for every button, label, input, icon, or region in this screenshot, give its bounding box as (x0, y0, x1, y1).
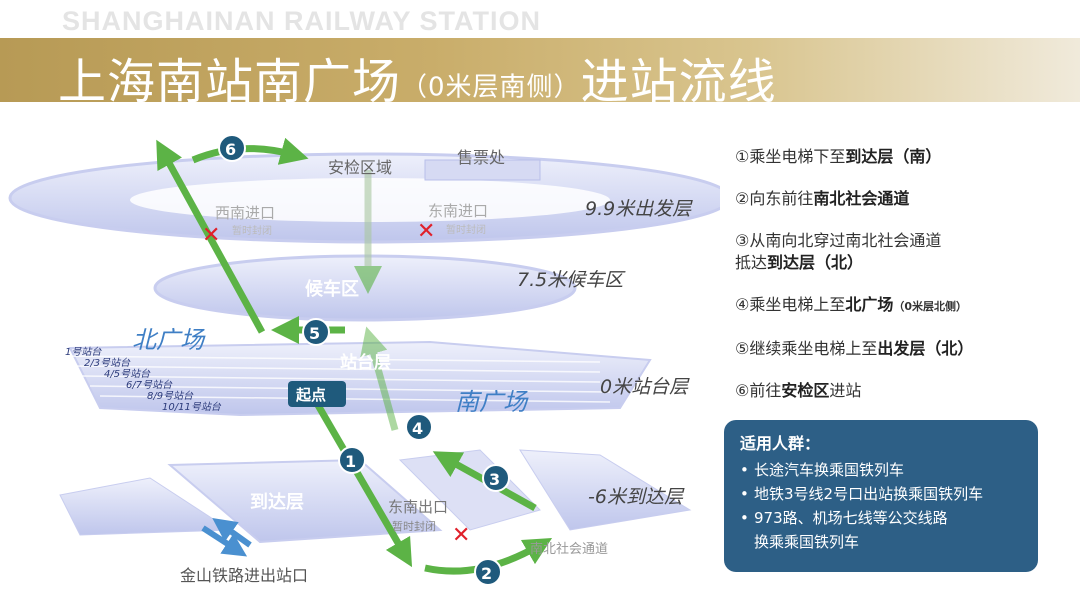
step-marker-2: 2 (481, 564, 493, 583)
jinshan-gate-label: 金山铁路进出站口 (180, 566, 309, 585)
step-markers (218, 134, 510, 586)
group-item: 973路、机场七线等公交线路 (740, 506, 1022, 530)
platform-level-label: 站台层 (340, 353, 391, 373)
security-area-label: 安检区域 (328, 158, 393, 177)
level-7-5: 7.5米候车区 (517, 269, 624, 291)
flow-arrow-1 (311, 398, 413, 568)
flow-arrow-6a (156, 139, 266, 334)
platform-8-9: 8/9号站台 (147, 391, 194, 402)
title-main: 上海南站南广场 (58, 54, 402, 110)
flow-arrow-4 (360, 326, 399, 431)
se-exit-status: 暂时封闭 (392, 520, 436, 533)
step-marker-1: 1 (345, 452, 357, 471)
jinshan-arrow-out (212, 518, 252, 548)
level-0: 0米站台层 (600, 376, 689, 398)
page-title: 上海南站南广场（0米层南侧）进站流线 (58, 42, 777, 112)
sw-entrance-label: 西南进口 (215, 204, 276, 222)
ticket-office-label: 售票处 (457, 148, 506, 167)
step-marker-5: 5 (309, 324, 321, 343)
title-sub: （0米层南侧） (401, 72, 581, 103)
platform-1: 1号站台 (65, 347, 102, 358)
step-5: ⑤继续乘坐电梯上至出发层（北） (735, 339, 974, 358)
step-marker-4: 4 (412, 419, 424, 438)
step-1: ①乘坐电梯下至到达层（南） (735, 147, 942, 166)
title-end: 进站流线 (580, 54, 777, 110)
diagram-graphics: ✕ ✕ ✕ (8, 134, 720, 586)
group-item-cont: 换乘乘国铁列车 (754, 533, 860, 551)
applicable-groups-box: 适用人群： 长途汽车换乘国铁列车 地铁3号线2号口出站换乘国铁列车 973路、机… (724, 420, 1038, 572)
cross-icon: ✕ (417, 219, 435, 244)
level-9-9: 9.9米出发层 (585, 198, 692, 220)
sw-entrance-status: 暂时封闭 (232, 226, 272, 237)
waiting-area-label: 候车区 (305, 279, 359, 300)
platform-4-5: 4/5号站台 (104, 369, 151, 380)
passage-label: 南北社会通道 (530, 542, 609, 557)
level-minus-6: -6米到达层 (588, 486, 683, 508)
step-marker-3: 3 (489, 470, 501, 489)
group-item: 长途汽车换乘国铁列车 (740, 458, 1022, 482)
arrival-level-label: 到达层 (250, 492, 304, 513)
north-square-label: 北广场 (132, 326, 204, 354)
platform-6-7: 6/7号站台 (126, 380, 173, 391)
platform-10-11: 10/11号站台 (162, 402, 221, 413)
station-diagram: ✕ ✕ ✕ 1 2 3 4 5 6 起点 9.9米出发层 7.5米候车区 0米站台层… (0, 110, 720, 608)
applicable-groups-title: 适用人群： (740, 434, 821, 453)
title-banner (0, 38, 1080, 102)
steps-list: ①乘坐电梯下至到达层（南） ②向东前往南北社会通道 ③从南向北穿过南北社会通道抵… (735, 146, 973, 422)
se-entrance-label: 东南进口 (428, 202, 489, 220)
start-point-label: 起点 (296, 386, 327, 404)
english-title: SHANGHAINAN RAILWAY STATION (62, 6, 542, 36)
start-point-box (288, 381, 346, 407)
step-3: ③从南向北穿过南北社会通道抵达到达层（北） (735, 231, 942, 272)
cross-icon: ✕ (452, 523, 470, 548)
group-item: 地铁3号线2号口出站换乘国铁列车 (740, 482, 1022, 506)
platform-2-3: 2/3号站台 (84, 358, 131, 369)
step-2: ②向东前往南北社会通道 (735, 189, 910, 208)
step-marker-6: 6 (225, 140, 237, 159)
cross-icon: ✕ (202, 223, 220, 248)
step-4: ④乘坐电梯上至北广场（0米层北侧） (735, 295, 968, 314)
se-exit-label: 东南出口 (388, 498, 449, 516)
ticket-office (424, 159, 541, 181)
se-entrance-status: 暂时封闭 (446, 225, 486, 236)
step-6: ⑥前往安检区进站 (735, 381, 862, 400)
south-square-label: 南广场 (455, 388, 527, 416)
